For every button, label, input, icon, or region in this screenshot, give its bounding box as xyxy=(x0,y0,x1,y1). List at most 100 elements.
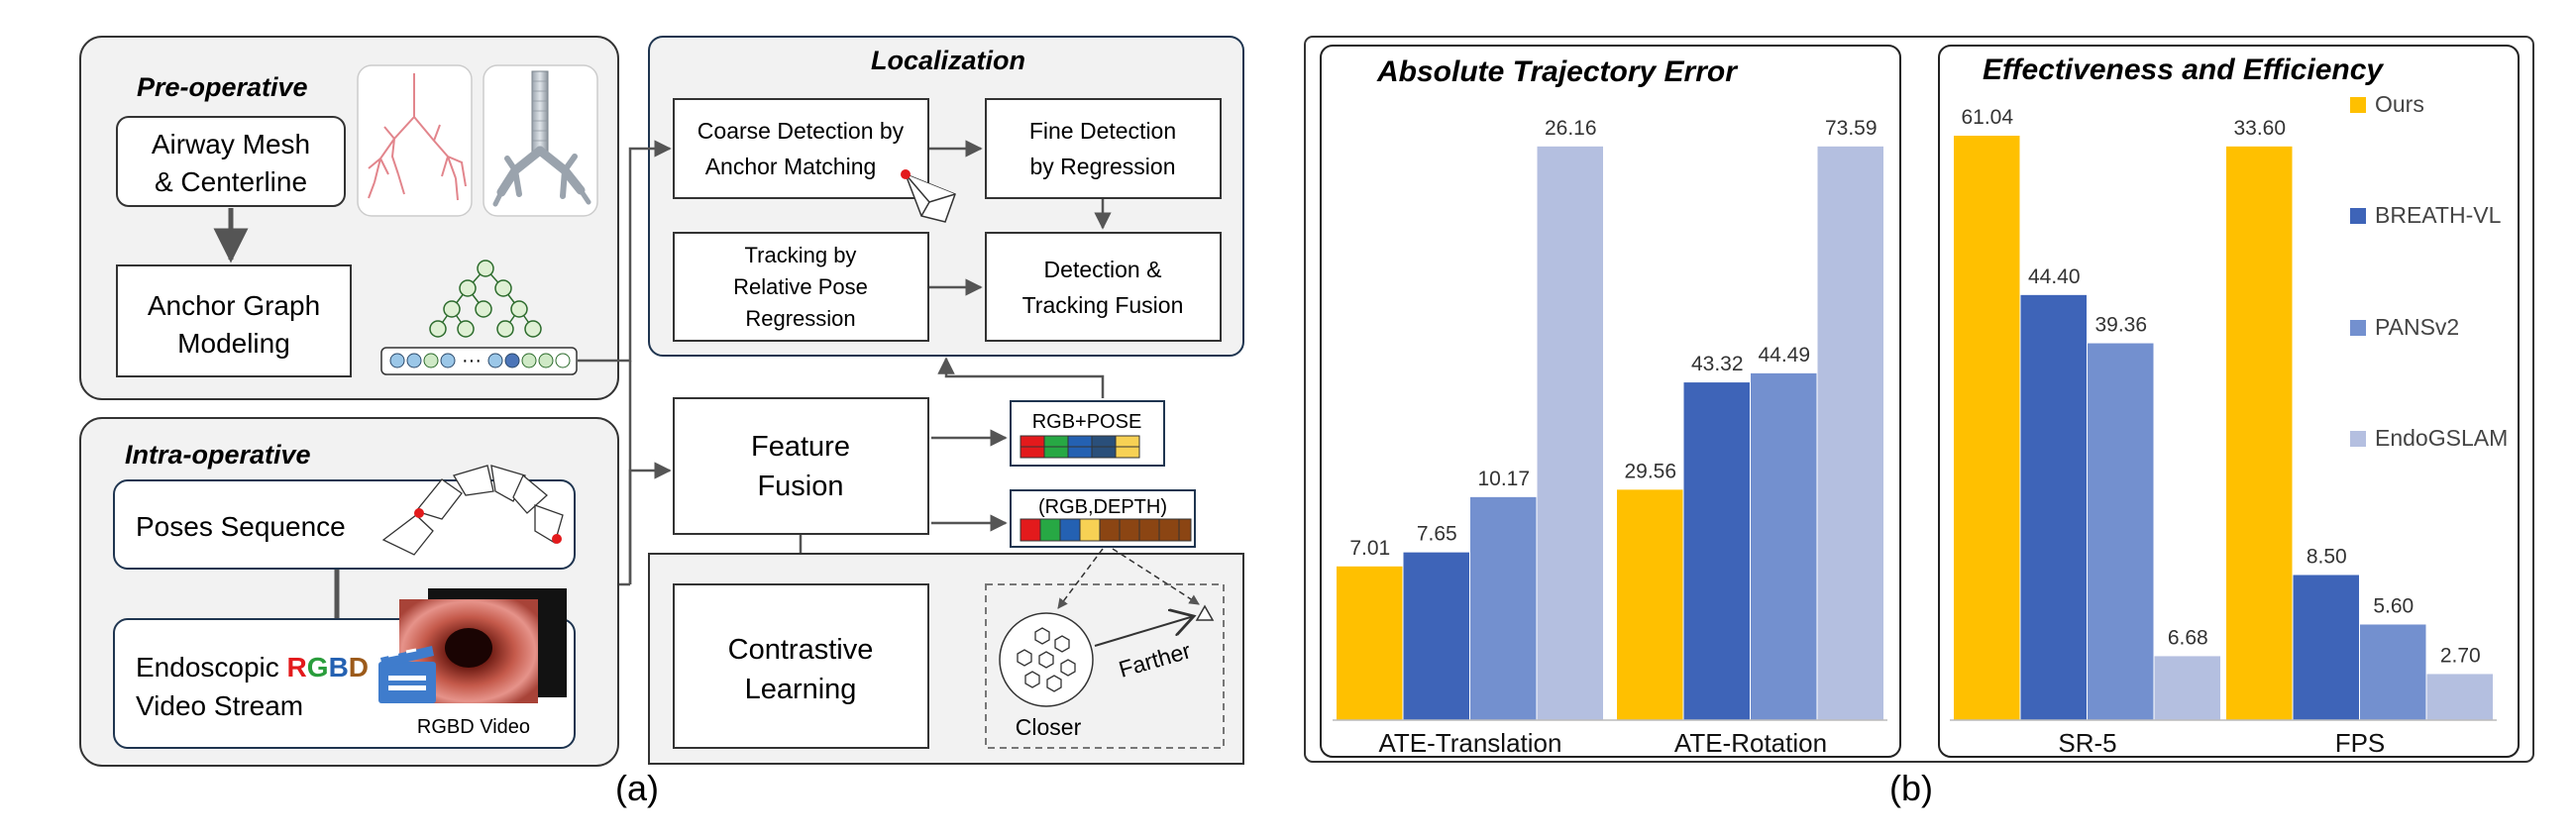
dashed-to-cluster xyxy=(1057,548,1104,609)
fusion-label-1: Detection & xyxy=(1044,257,1162,282)
chart-1-title: Absolute Trajectory Error xyxy=(1376,55,1739,88)
anchor-graph-box xyxy=(116,264,352,377)
negative-sample-icon xyxy=(1195,604,1215,621)
value-label-0-1-1: 43.32 xyxy=(1691,353,1744,375)
category-label-1-1: FPS xyxy=(2335,728,2386,758)
anchor-point-icon xyxy=(901,169,911,179)
video-clapper-icon xyxy=(378,646,436,703)
pose-trajectory-icon xyxy=(381,465,564,556)
bar-1-0-0 xyxy=(1954,136,2020,720)
pose-point-start xyxy=(414,508,424,518)
bar-1-1-0 xyxy=(2226,146,2293,721)
airway-mesh-box xyxy=(116,116,346,207)
fine-detection-label-2: by Regression xyxy=(1029,154,1175,179)
legend-label-0: Ours xyxy=(2375,91,2424,117)
value-label-0-0-1: 7.65 xyxy=(1417,523,1457,546)
value-label-1-1-0: 33.60 xyxy=(2233,117,2286,140)
legend-swatch-3 xyxy=(2350,431,2366,447)
rgb-pose-label: RGB+POSE xyxy=(1032,411,1142,433)
anchor-graph-label-2: Modeling xyxy=(177,328,290,359)
connector-graph-to-localization xyxy=(578,140,672,363)
coarse-detection-box xyxy=(673,98,929,199)
caption-b: (b) xyxy=(1889,768,1933,808)
tracking-box xyxy=(673,232,929,342)
centerline-image xyxy=(357,64,473,217)
legend-swatch-2 xyxy=(2350,320,2366,336)
value-label-0-0-3: 26.16 xyxy=(1545,117,1597,140)
coarse-detection-label-2: Anchor Matching xyxy=(705,154,877,179)
legend-swatch-0 xyxy=(2350,97,2366,113)
lumen-image xyxy=(445,628,492,668)
camera-frustum-icon xyxy=(904,172,956,223)
endoscopic-label: Endoscopic RGBD xyxy=(136,652,369,682)
value-label-1-1-3: 2.70 xyxy=(2440,644,2481,667)
airway-mesh-label-1: Airway Mesh xyxy=(152,129,310,159)
bar-0-1-1 xyxy=(1683,382,1750,720)
tracking-label-1: Tracking by xyxy=(745,243,857,267)
feature-fusion-label-1: Feature xyxy=(751,431,850,463)
category-label-1-0: SR-5 xyxy=(2058,728,2116,758)
value-label-1-0-1: 44.40 xyxy=(2028,265,2081,288)
rgb-pose-token-strip xyxy=(1020,435,1140,459)
cluster-hexagons xyxy=(1017,627,1076,692)
rgb-depth-label: (RGB,DEPTH) xyxy=(1038,496,1167,518)
value-label-0-0-0: 7.01 xyxy=(1349,537,1390,560)
anchor-graph-tree xyxy=(429,260,542,338)
bar-0-0-2 xyxy=(1470,496,1537,720)
value-label-1-0-0: 61.04 xyxy=(1961,106,2013,129)
bar-0-0-3 xyxy=(1537,146,1603,721)
bar-1-0-3 xyxy=(2154,656,2220,720)
dashed-to-negative xyxy=(1112,548,1200,605)
contrastive-label-2: Learning xyxy=(745,674,857,705)
sequence-ellipsis: ··· xyxy=(462,350,482,371)
contrastive-learning-box xyxy=(673,583,929,749)
bar-1-1-1 xyxy=(2293,575,2359,720)
bar-0-1-3 xyxy=(1817,146,1883,721)
pre-operative-title: Pre-operative xyxy=(137,72,308,102)
bar-0-1-0 xyxy=(1617,489,1683,720)
legend-swatch-1 xyxy=(2350,208,2366,224)
detection-tracking-fusion-box xyxy=(985,232,1222,342)
arrow-rgbpose-to-localization xyxy=(937,357,1105,398)
coarse-detection-label-1: Coarse Detection by xyxy=(698,118,905,144)
pose-point-end xyxy=(552,534,562,544)
poses-sequence-box xyxy=(113,479,576,570)
chart-2-title: Effectiveness and Efficiency xyxy=(1983,53,2384,86)
feature-fusion-label-2: Fusion xyxy=(757,471,843,502)
bar-1-0-2 xyxy=(2088,343,2154,720)
value-label-0-0-2: 10.17 xyxy=(1477,468,1530,490)
tracking-label-2: Relative Pose xyxy=(733,274,868,299)
rgbd-video-label: RGBD Video xyxy=(417,716,530,738)
fine-detection-label-1: Fine Detection xyxy=(1029,118,1176,144)
bar-0-1-2 xyxy=(1751,372,1817,720)
anchor-graph-label-1: Anchor Graph xyxy=(148,290,320,321)
value-label-1-0-2: 39.36 xyxy=(2094,314,2147,337)
legend-label-2: PANSv2 xyxy=(2375,314,2459,340)
fine-detection-box xyxy=(985,98,1222,199)
legend-label-3: EndoGSLAM xyxy=(2375,425,2508,451)
bar-1-0-1 xyxy=(2020,294,2087,720)
closer-label: Closer xyxy=(1016,714,1082,740)
caption-a: (a) xyxy=(615,768,659,808)
value-label-0-1-0: 29.56 xyxy=(1624,460,1676,482)
legend-label-1: BREATH-VL xyxy=(2375,202,2502,228)
rgb-depth-token-strip xyxy=(1020,518,1192,542)
feature-fusion-box xyxy=(673,397,929,535)
localization-title: Localization xyxy=(871,46,1025,75)
category-label-0-1: ATE-Rotation xyxy=(1674,728,1827,758)
poses-sequence-label: Poses Sequence xyxy=(136,511,346,542)
chart-2-plot: 61.0444.4039.366.68SR-533.608.505.602.70… xyxy=(1950,106,2497,758)
category-label-0-0: ATE-Translation xyxy=(1379,728,1562,758)
farther-arrow xyxy=(1094,616,1194,647)
intra-operative-title: Intra-operative xyxy=(125,440,311,470)
bar-1-1-3 xyxy=(2426,674,2493,720)
value-label-0-1-3: 73.59 xyxy=(1825,117,1878,140)
bar-0-0-0 xyxy=(1337,566,1403,720)
tracking-label-3: Regression xyxy=(745,306,855,331)
airway-mesh-label-2: & Centerline xyxy=(155,166,307,197)
contrastive-label-1: Contrastive xyxy=(728,634,874,666)
fusion-label-2: Tracking Fusion xyxy=(1022,292,1184,318)
